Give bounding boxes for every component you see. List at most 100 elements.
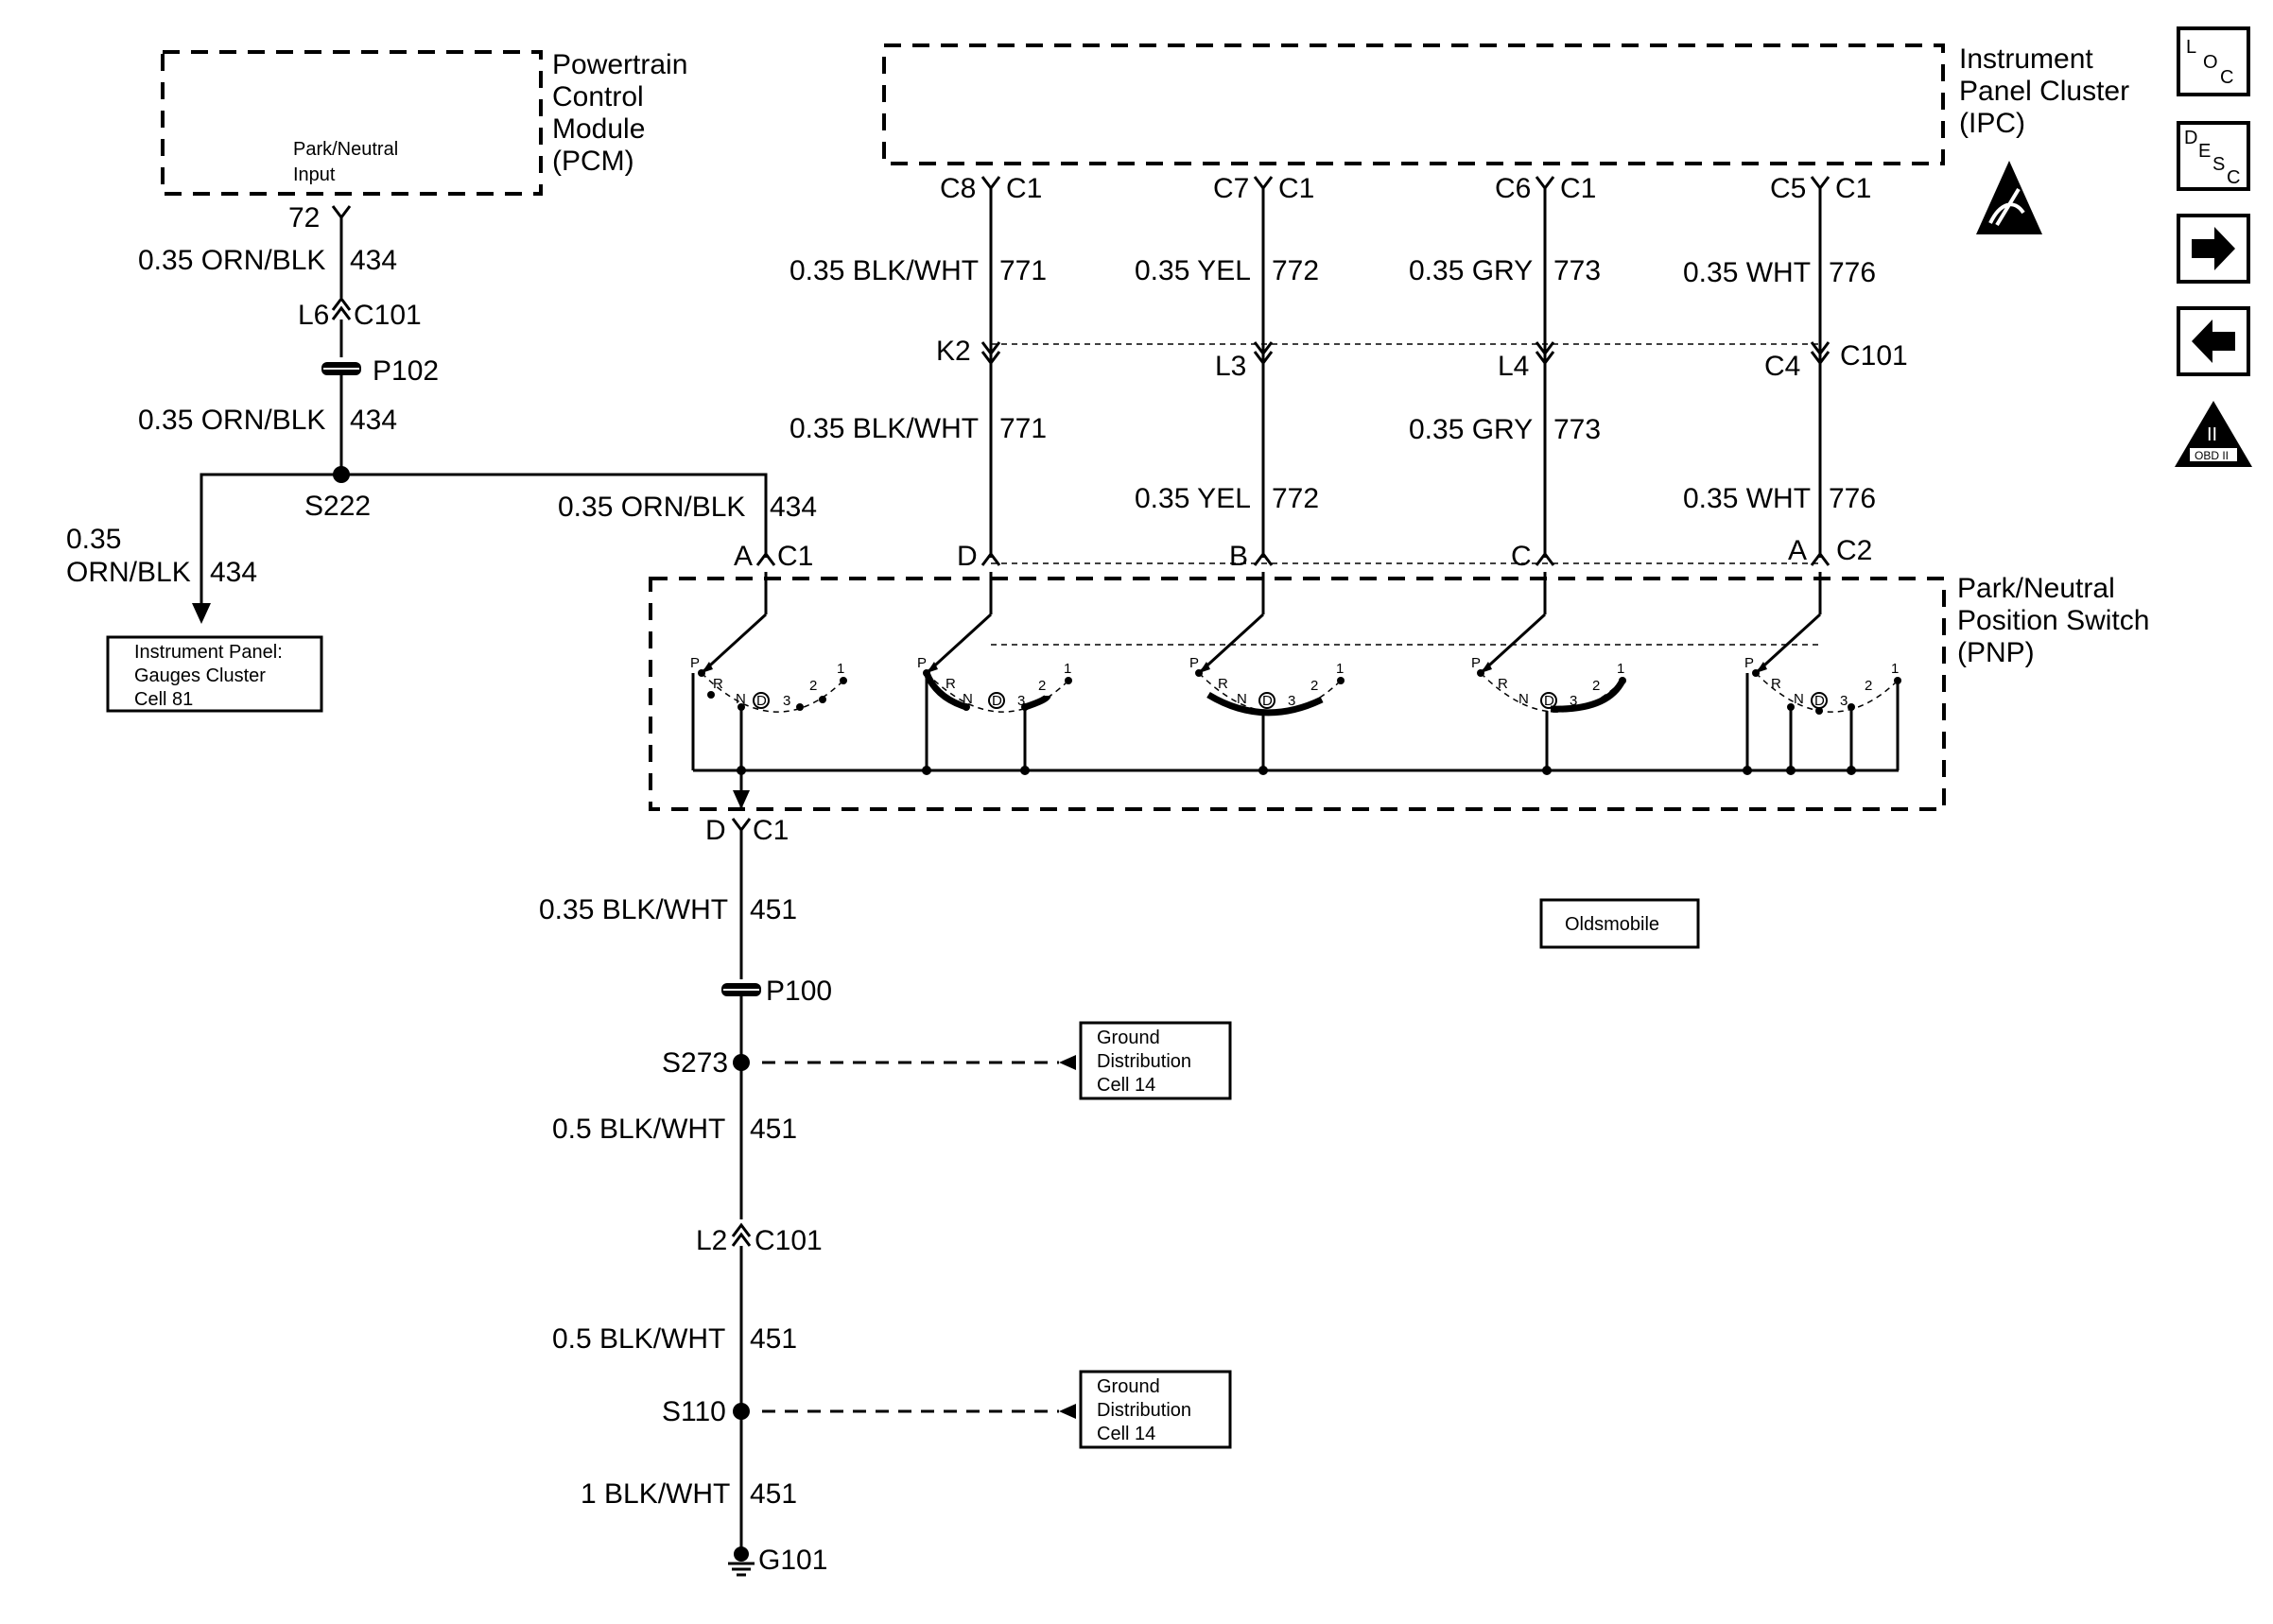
pos-a2-2: 2 [1865,678,1872,694]
pcm-wire-lower-color: 0.35 ORN/BLK [138,405,325,436]
gauges-ref-2: Gauges Cluster [134,665,266,686]
obd-ii-icon[interactable]: II OBD II [2175,401,2252,467]
ground-wire3-color: 0.5 BLK/WHT [552,1323,725,1355]
wire-776-upper-color: 0.35 WHT [1683,257,1811,288]
ipc-pin-c7: C7 [1213,173,1249,204]
wire-773-lower-color: 0.35 GRY [1409,414,1533,445]
s222-label: S222 [304,491,371,522]
pnp-pin-c-top: C [1511,541,1532,572]
pnp-section-b: P R N D 3 2 1 [1189,572,1345,775]
ipc-conn-c8: C1 [1006,173,1042,204]
ground-c101-pin: L2 [696,1225,727,1256]
pos-c-d: D [1544,693,1554,709]
svg-text:S: S [2212,154,2225,175]
ground-wire1-color: 0.35 BLK/WHT [539,894,728,925]
pos-d-d: D [992,693,1002,709]
pnp-out-pin: D [705,815,726,846]
wire-772-upper-circuit: 772 [1272,255,1319,286]
pcm-c101-name: C101 [354,300,422,331]
pcm-title-4: (PCM) [552,146,634,177]
pos-a-p: P [690,655,700,671]
ipc-title-2: Panel Cluster [1959,76,2129,107]
ipc-conn-c6: C1 [1560,173,1596,204]
ipc-conn-c7: C1 [1278,173,1314,204]
pos-b-1: 1 [1336,661,1344,677]
wire-776-upper-circuit: 776 [1829,257,1876,288]
pos-a2-1: 1 [1891,661,1899,677]
pcm-title-3: Module [552,113,645,145]
desc-icon[interactable]: D E S C [2177,121,2250,191]
pcm-title-1: Powertrain [552,49,687,80]
ground-wire3-circuit: 451 [750,1323,797,1355]
wire-771-upper-circuit: 771 [999,255,1047,286]
arrow-right-icon[interactable] [2177,214,2250,284]
wire-776-lower-circuit: 776 [1829,483,1876,514]
arrow-left-icon[interactable] [2177,306,2250,376]
ground-ref2-3: Cell 14 [1097,1424,1155,1444]
loc-icon[interactable]: L O C [2177,26,2250,96]
pnp-title-2: Position Switch [1957,605,2149,636]
p102-label: P102 [373,355,439,387]
pnp-pin-a-c2: A [1788,535,1807,566]
ipc-title-1: Instrument [1959,43,2093,75]
ipc-conn-c5: C1 [1835,173,1871,204]
pnp-c1-pin-a: A [734,541,753,572]
ground-icon [728,1546,755,1577]
pnp-pin-d-top: D [957,541,978,572]
ground-ref2-1: Ground [1097,1376,1160,1397]
pos-a-2: 2 [809,678,817,694]
oldsmobile-box: Oldsmobile [1539,898,1700,949]
wire-776-lower-color: 0.35 WHT [1683,483,1811,514]
svg-text:E: E [2198,141,2211,162]
pos-a2-p: P [1744,655,1754,671]
svg-text:C: C [2220,67,2233,88]
ipc-pin-c6: C6 [1495,173,1531,204]
ground-ref2-2: Distribution [1097,1400,1191,1421]
ground-wire4-circuit: 451 [750,1478,797,1510]
pcm-module: Powertrain Control Module (PCM) Park/Neu… [161,49,687,196]
pos-b-d: D [1262,693,1273,709]
ipc-pin-c5: C5 [1770,173,1806,204]
pnp-section-a: P R N D 3 2 1 [690,572,847,809]
c101-pin-k2: K2 [936,336,971,367]
wire-771-lower-color: 0.35 BLK/WHT [789,413,979,444]
svg-text:L: L [2186,37,2196,58]
branch-right-color: 0.35 ORN/BLK [558,492,745,523]
pos-c-r: R [1498,676,1508,692]
ground-ref-box-1[interactable]: Ground Distribution Cell 14 [1079,1021,1232,1100]
gauges-arrow [192,603,211,624]
pos-d-n: N [963,691,973,707]
oldsmobile-label: Oldsmobile [1565,914,1659,935]
ground-path: D C1 0.35 BLK/WHT 451 P100 S273 0.5 BLK/… [539,790,1076,1577]
pcm-pin: 72 [288,202,320,233]
s273-label: S273 [662,1047,728,1079]
pcm-wire-upper-circuit: 434 [350,245,397,276]
p100-label: P100 [766,976,832,1007]
wire-771-upper-color: 0.35 BLK/WHT [789,255,979,286]
c101-pin-l3: L3 [1215,351,1246,382]
pos-a-n: N [736,691,746,707]
c101-pin-l4: L4 [1498,351,1529,382]
svg-text:II: II [2207,424,2217,445]
pos-c-p: P [1471,655,1481,671]
pcm-input-label-1: Park/Neutral [293,139,398,160]
ground-wire4-color: 1 BLK/WHT [581,1478,730,1510]
ground-c101-name: C101 [755,1225,823,1256]
pos-b-n: N [1237,691,1247,707]
gauges-ref-1: Instrument Panel: [134,642,283,663]
pos-c-2: 2 [1592,678,1600,694]
ground-wire2-circuit: 451 [750,1114,797,1145]
pcm-title-2: Control [552,81,644,112]
wire-773-upper-color: 0.35 GRY [1409,255,1533,286]
branch-left-circuit: 434 [210,557,257,588]
ground-wire2-color: 0.5 BLK/WHT [552,1114,725,1145]
pcm-input-label-2: Input [293,164,336,185]
pos-c-3: 3 [1570,693,1577,709]
gauges-ref-box[interactable]: Instrument Panel: Gauges Cluster Cell 81 [106,635,323,713]
ipc-module: Instrument Panel Cluster (IPC) [882,43,2129,234]
pcm-c101-pin: L6 [298,300,329,331]
pcm-circuit-434: 72 0.35 ORN/BLK 434 L6 C101 P102 0.35 OR… [66,202,817,624]
wire-772-upper-color: 0.35 YEL [1135,255,1251,286]
pos-a2-d: D [1814,693,1825,709]
ground-ref-box-2[interactable]: Ground Distribution Cell 14 [1079,1370,1232,1449]
